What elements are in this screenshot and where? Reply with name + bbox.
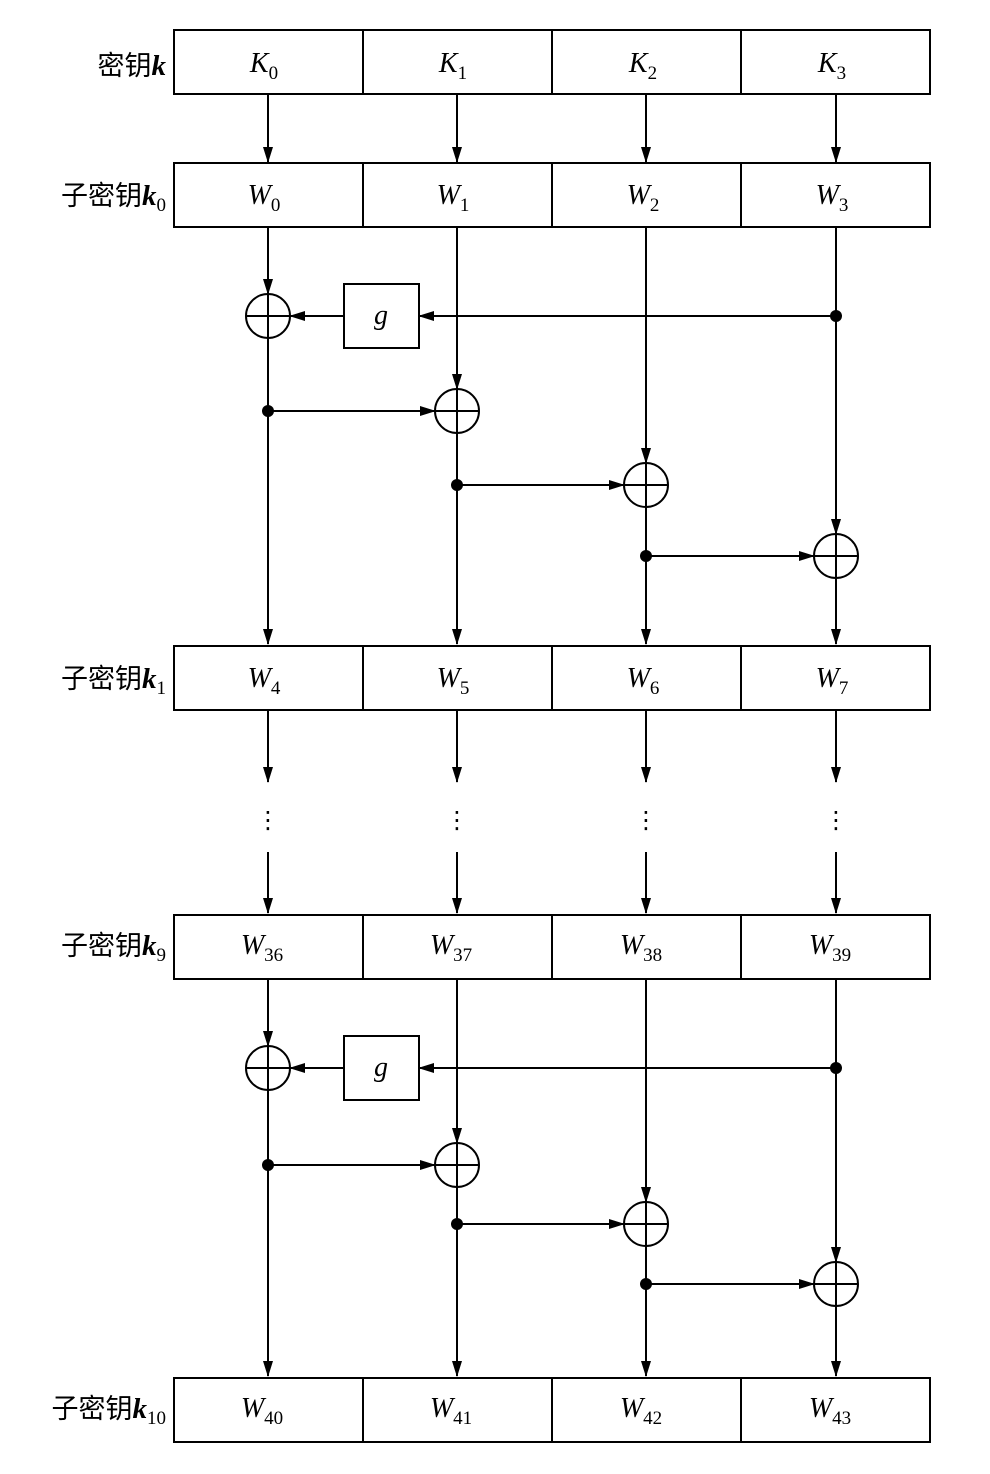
- junction-dot: [640, 1278, 652, 1290]
- xor-icon: [623, 1201, 669, 1247]
- cell-w38: W38: [620, 930, 662, 966]
- cell-w5: W5: [437, 663, 470, 699]
- cell-w39: W39: [809, 930, 851, 966]
- cell-w42: W42: [620, 1393, 662, 1429]
- junction-dot: [640, 550, 652, 562]
- cell-k1: K1: [438, 48, 467, 84]
- xor-icon: [434, 1142, 480, 1188]
- g-function-label-1: g: [374, 300, 388, 331]
- xor-icon: [813, 1261, 859, 1307]
- junction-dot: [262, 405, 274, 417]
- cell-k0: K0: [249, 48, 278, 84]
- row-label-subkey-1: 子密钥k1: [61, 663, 166, 699]
- key-to-subkey-arrows: [263, 94, 841, 163]
- row-label-subkey-9: 子密钥k9: [61, 930, 166, 966]
- cell-w3: W3: [816, 180, 849, 216]
- cell-w7: W7: [816, 663, 849, 699]
- cell-w6: W6: [627, 663, 660, 699]
- ellipsis-0: ⋮: [256, 806, 280, 834]
- row-label-key: 密钥k: [98, 50, 167, 82]
- cell-w4: W4: [248, 663, 281, 699]
- xor-icon: [245, 1045, 291, 1091]
- cell-w41: W41: [430, 1393, 472, 1429]
- xor-icon: [434, 388, 480, 434]
- cell-k2: K2: [628, 48, 657, 84]
- subkey-row-1: 子密钥k1 W4 W5 W6 W7: [61, 645, 931, 711]
- g-function-box-1: [343, 283, 420, 349]
- ellipsis-3: ⋮: [824, 806, 848, 834]
- junction-dot: [830, 1062, 842, 1074]
- junction-dot: [451, 479, 463, 491]
- round-10-logic: [263, 979, 841, 1377]
- cell-w37: W37: [430, 930, 472, 966]
- junction-dot: [830, 310, 842, 322]
- xor-icon: [813, 533, 859, 579]
- cell-w40: W40: [241, 1393, 283, 1429]
- cell-k3: K3: [817, 48, 846, 84]
- g-function-box-2: [343, 1035, 420, 1101]
- ellipsis-1: ⋮: [445, 806, 469, 834]
- cell-w2: W2: [627, 180, 660, 216]
- xor-icon: [623, 462, 669, 508]
- round-1-logic: [263, 227, 841, 645]
- cell-w36: W36: [241, 930, 283, 966]
- row-label-subkey-10: 子密钥k10: [52, 1393, 167, 1429]
- cell-w43: W43: [809, 1393, 851, 1429]
- row-label-subkey-0: 子密钥k0: [61, 180, 166, 216]
- cell-w1: W1: [437, 180, 470, 216]
- round-1-nodes: g: [245, 283, 859, 579]
- key-row: 密钥k K0 K1 K2 K3: [98, 29, 931, 95]
- ellipsis-2: ⋮: [634, 806, 658, 834]
- junction-dot: [451, 1218, 463, 1230]
- ellipsis-dots: ⋮ ⋮ ⋮ ⋮: [256, 806, 848, 834]
- g-function-label-2: g: [374, 1052, 388, 1083]
- xor-icon: [245, 293, 291, 339]
- cell-w0: W0: [248, 180, 281, 216]
- ellipsis-section: [263, 710, 841, 914]
- round-10-nodes: g: [245, 1035, 859, 1307]
- subkey-row-10: 子密钥k10 W40 W41 W42 W43: [52, 1377, 931, 1443]
- junction-dot: [262, 1159, 274, 1171]
- subkey-row-9: 子密钥k9 W36 W37 W38 W39: [61, 914, 931, 980]
- subkey-row-0: 子密钥k0 W0 W1 W2 W3: [61, 162, 931, 228]
